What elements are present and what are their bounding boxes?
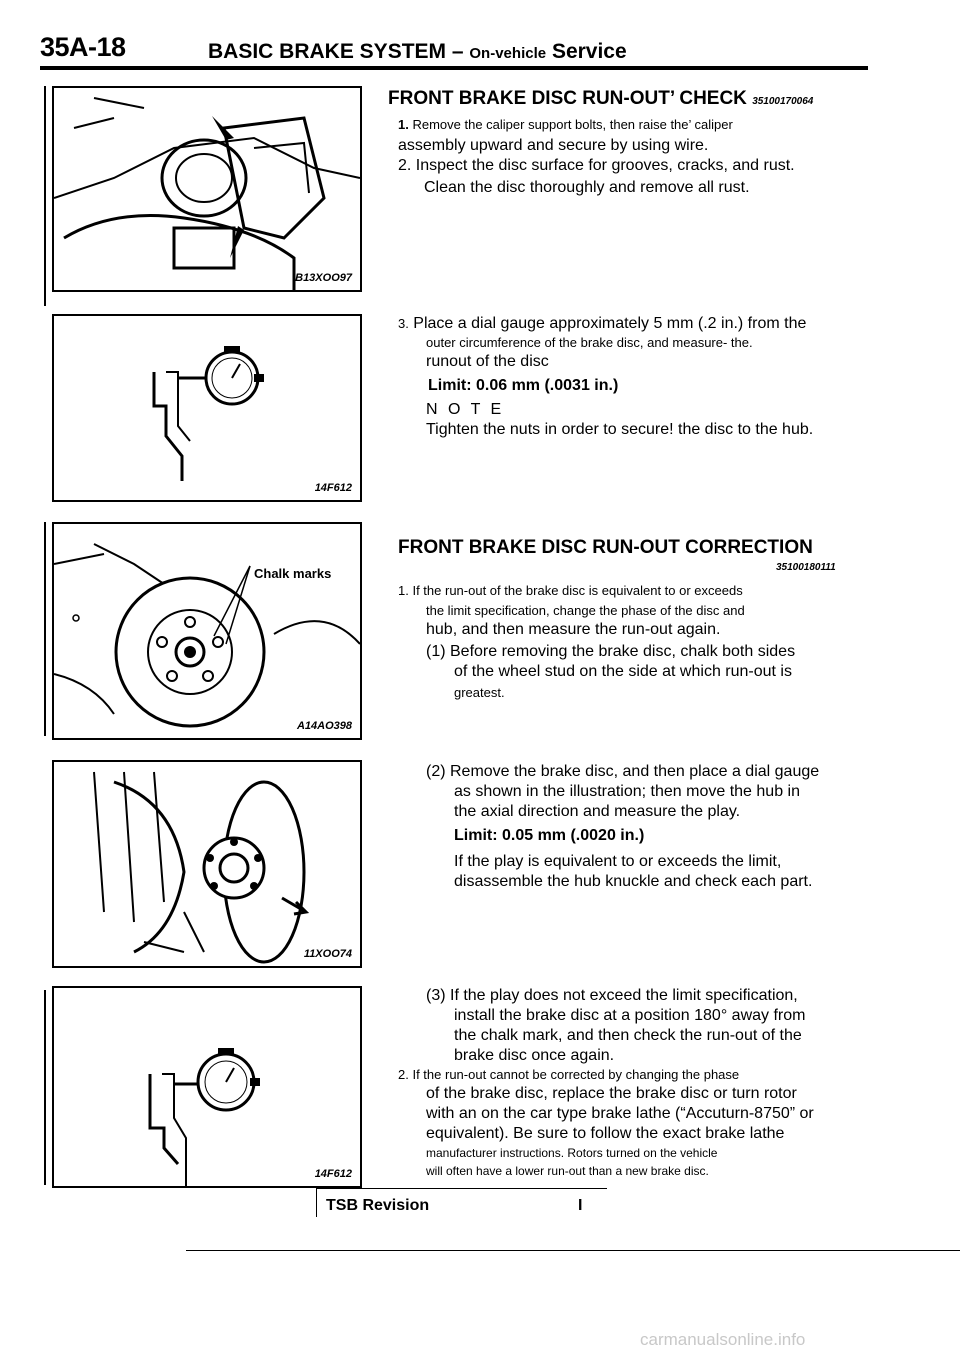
- page-title: BASIC BRAKE SYSTEM – On-vehicle Service: [208, 40, 627, 64]
- sub2-line-a: (2) Remove the brake disc, and then plac…: [426, 763, 820, 780]
- step3-line-b: outer circumference of the brake disc, a…: [426, 335, 753, 350]
- limit-1: Limit: 0.06 mm (.0031 in.): [428, 377, 619, 394]
- sub2-line-c: the axial direction and measure the play…: [454, 803, 741, 820]
- margin-line: [44, 990, 46, 1185]
- s2-line-c: with an on the car type brake lathe (“Ac…: [426, 1105, 814, 1122]
- step3-line-a: 3. Place a dial gauge approximately 5 mm…: [398, 315, 807, 332]
- step1-line-a: 1. Remove the caliper support bolts, the…: [398, 117, 733, 132]
- section2-tag: 35100180111: [776, 562, 836, 573]
- s2-line-e: manufacturer instructions. Rotors turned…: [426, 1146, 718, 1160]
- sub2-line-b: as shown in the illustration; then move …: [454, 783, 800, 800]
- sub3-line-a: (3) If the play does not exceed the limi…: [426, 987, 798, 1004]
- s2-line-f: will often have a lower run-out than a n…: [426, 1164, 709, 1178]
- bottom-rule: [186, 1250, 960, 1251]
- sub2-line-d: If the play is equivalent to or exceeds …: [454, 853, 782, 870]
- caliper-illustration: [54, 88, 360, 290]
- s1-line-c: hub, and then measure the run-out again.: [426, 621, 721, 638]
- limit-2: Limit: 0.05 mm (.0020 in.): [454, 827, 645, 844]
- sub1-line-c: greatest.: [454, 685, 505, 700]
- figure-chalk-marks: Chalk marks A14AO398: [52, 522, 362, 740]
- sub2-line-e: disassemble the hub knuckle and check ea…: [454, 873, 813, 890]
- margin-line: [44, 522, 46, 736]
- page-code: 35A-18: [40, 32, 126, 62]
- section1-tag: 35100170064: [752, 96, 814, 107]
- margin-line: [44, 86, 46, 306]
- sub3-line-d: brake disc once again.: [454, 1047, 615, 1064]
- note-text: Tighten the nuts in order to secure! the…: [426, 421, 814, 438]
- chalk-marks-label: Chalk marks: [254, 566, 332, 581]
- title-small: On-vehicle: [469, 45, 547, 62]
- step2-line-b: Clean the disc thoroughly and remove all…: [424, 179, 750, 196]
- s2-line-b: of the brake disc, replace the brake dis…: [426, 1085, 797, 1102]
- sub1-line-a: (1) Before removing the brake disc, chal…: [426, 643, 796, 660]
- figure-code: 14F612: [314, 1168, 352, 1180]
- s2-line-d: equivalent). Be sure to follow the exact…: [426, 1125, 785, 1142]
- footer-label: TSB Revision: [326, 1197, 430, 1214]
- dial-gauge-illustration: [152, 346, 264, 481]
- disc-illustration: [54, 543, 360, 728]
- sub1-line-b: of the wheel stud on the side at which r…: [454, 663, 792, 680]
- watermark: carmanualsonline.info: [640, 1330, 806, 1349]
- s2-line-a: 2. If the run-out cannot be corrected by…: [398, 1067, 740, 1082]
- section2-title: FRONT BRAKE DISC RUN-OUT CORRECTION: [398, 537, 813, 558]
- title-sub: Service: [551, 40, 627, 63]
- footer-revision: I: [578, 1197, 583, 1214]
- figure-code: A14AO398: [296, 720, 352, 732]
- section1-title: FRONT BRAKE DISC RUN-OUT’ CHECK 35100170…: [388, 88, 814, 109]
- figure-code: B13XOO97: [295, 272, 352, 284]
- footer-box: [316, 1188, 607, 1217]
- s1-line-b: the limit specification, change the phas…: [426, 603, 745, 618]
- step3-line-c: runout of the disc: [426, 353, 549, 370]
- figure-hub: 11XOO74: [52, 760, 362, 968]
- step2-line-a: 2. Inspect the disc surface for grooves,…: [398, 157, 795, 174]
- note-heading: N O T E: [426, 401, 505, 418]
- title-main: BASIC BRAKE SYSTEM –: [208, 40, 464, 63]
- figure-code: 11XOO74: [303, 948, 352, 960]
- figure-code: 14F612: [314, 482, 352, 494]
- figure-dial-gauge: 14F612: [52, 314, 362, 502]
- figure-caliper: B13XOO97: [52, 86, 362, 292]
- step1-line-b: assembly upward and secure by using wire…: [398, 137, 709, 154]
- hub-illustration: [93, 771, 310, 964]
- sub3-line-c: the chalk mark, and then check the run-o…: [454, 1027, 802, 1044]
- s1-line-a: 1. If the run-out of the brake disc is e…: [398, 583, 743, 598]
- header-rule: [40, 66, 868, 70]
- dial-gauge-illustration: [148, 1048, 260, 1186]
- figure-dial-gauge-2: 14F612: [52, 986, 362, 1188]
- sub3-line-b: install the brake disc at a position 180…: [454, 1007, 806, 1024]
